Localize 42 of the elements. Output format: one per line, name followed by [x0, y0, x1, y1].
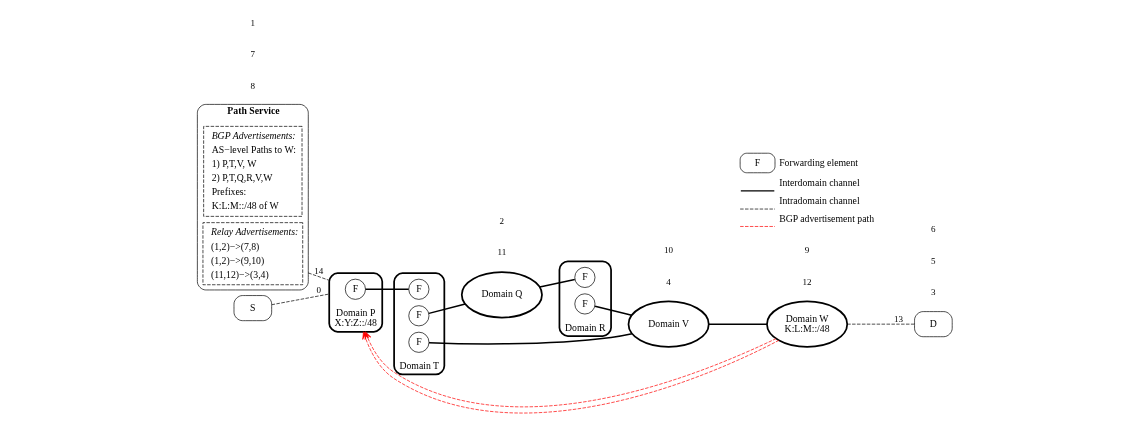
- label: 5: [930, 255, 936, 266]
- node-ellipse: Domain Q: [460, 271, 543, 319]
- legend-label: Interdomain channel: [778, 177, 860, 189]
- edge-label: 14: [313, 265, 323, 276]
- label: 3: [930, 287, 936, 298]
- connector: [593, 305, 632, 316]
- edge-label: 0: [315, 285, 321, 296]
- connector: [427, 303, 466, 315]
- label: 10: [663, 245, 673, 256]
- label: 8: [250, 80, 255, 91]
- legend-label: Intradomain channel: [778, 195, 860, 207]
- node-box: Relay Advertisements: (1,2)−>(7,8) (1,2)−>(9,10) (11,12)−>(3,4): [202, 222, 303, 286]
- node-circle: F: [344, 278, 366, 300]
- node-circle: F: [407, 278, 429, 300]
- connector: [846, 323, 915, 325]
- label: 2: [499, 215, 504, 226]
- label: 11: [497, 247, 506, 258]
- node-circle: F: [407, 305, 429, 327]
- connector: [538, 278, 576, 288]
- connector: [364, 288, 409, 291]
- node-box: S: [233, 295, 272, 321]
- label: 4: [665, 276, 671, 287]
- connector: [707, 323, 768, 325]
- edge-label: 13: [893, 313, 903, 324]
- node-box: BGP Advertisements: AS−level Paths to W: 1) P,T,V, W 2) P,T,Q,R,V,W Prefixes: K:L:M::/48 of W: [202, 126, 302, 217]
- connector: [271, 293, 330, 306]
- node-circle: F: [573, 266, 595, 288]
- node-box: D: [913, 311, 953, 338]
- label: 9: [804, 245, 809, 256]
- legend-label: BGP advertisement path: [778, 212, 874, 224]
- label: 1: [250, 17, 255, 28]
- connector: [427, 332, 633, 345]
- node-ellipse: Domain V: [627, 300, 710, 348]
- label: 12: [802, 276, 812, 287]
- label: F: [754, 156, 760, 168]
- label: 7: [250, 49, 255, 60]
- label: 6: [930, 224, 936, 235]
- node-circle: F: [573, 293, 595, 315]
- connector: [307, 272, 330, 281]
- legend-label: Forwarding element: [778, 156, 858, 168]
- node-ellipse: Domain W K:L:M::/48: [765, 300, 848, 348]
- node-circle: F: [407, 331, 429, 353]
